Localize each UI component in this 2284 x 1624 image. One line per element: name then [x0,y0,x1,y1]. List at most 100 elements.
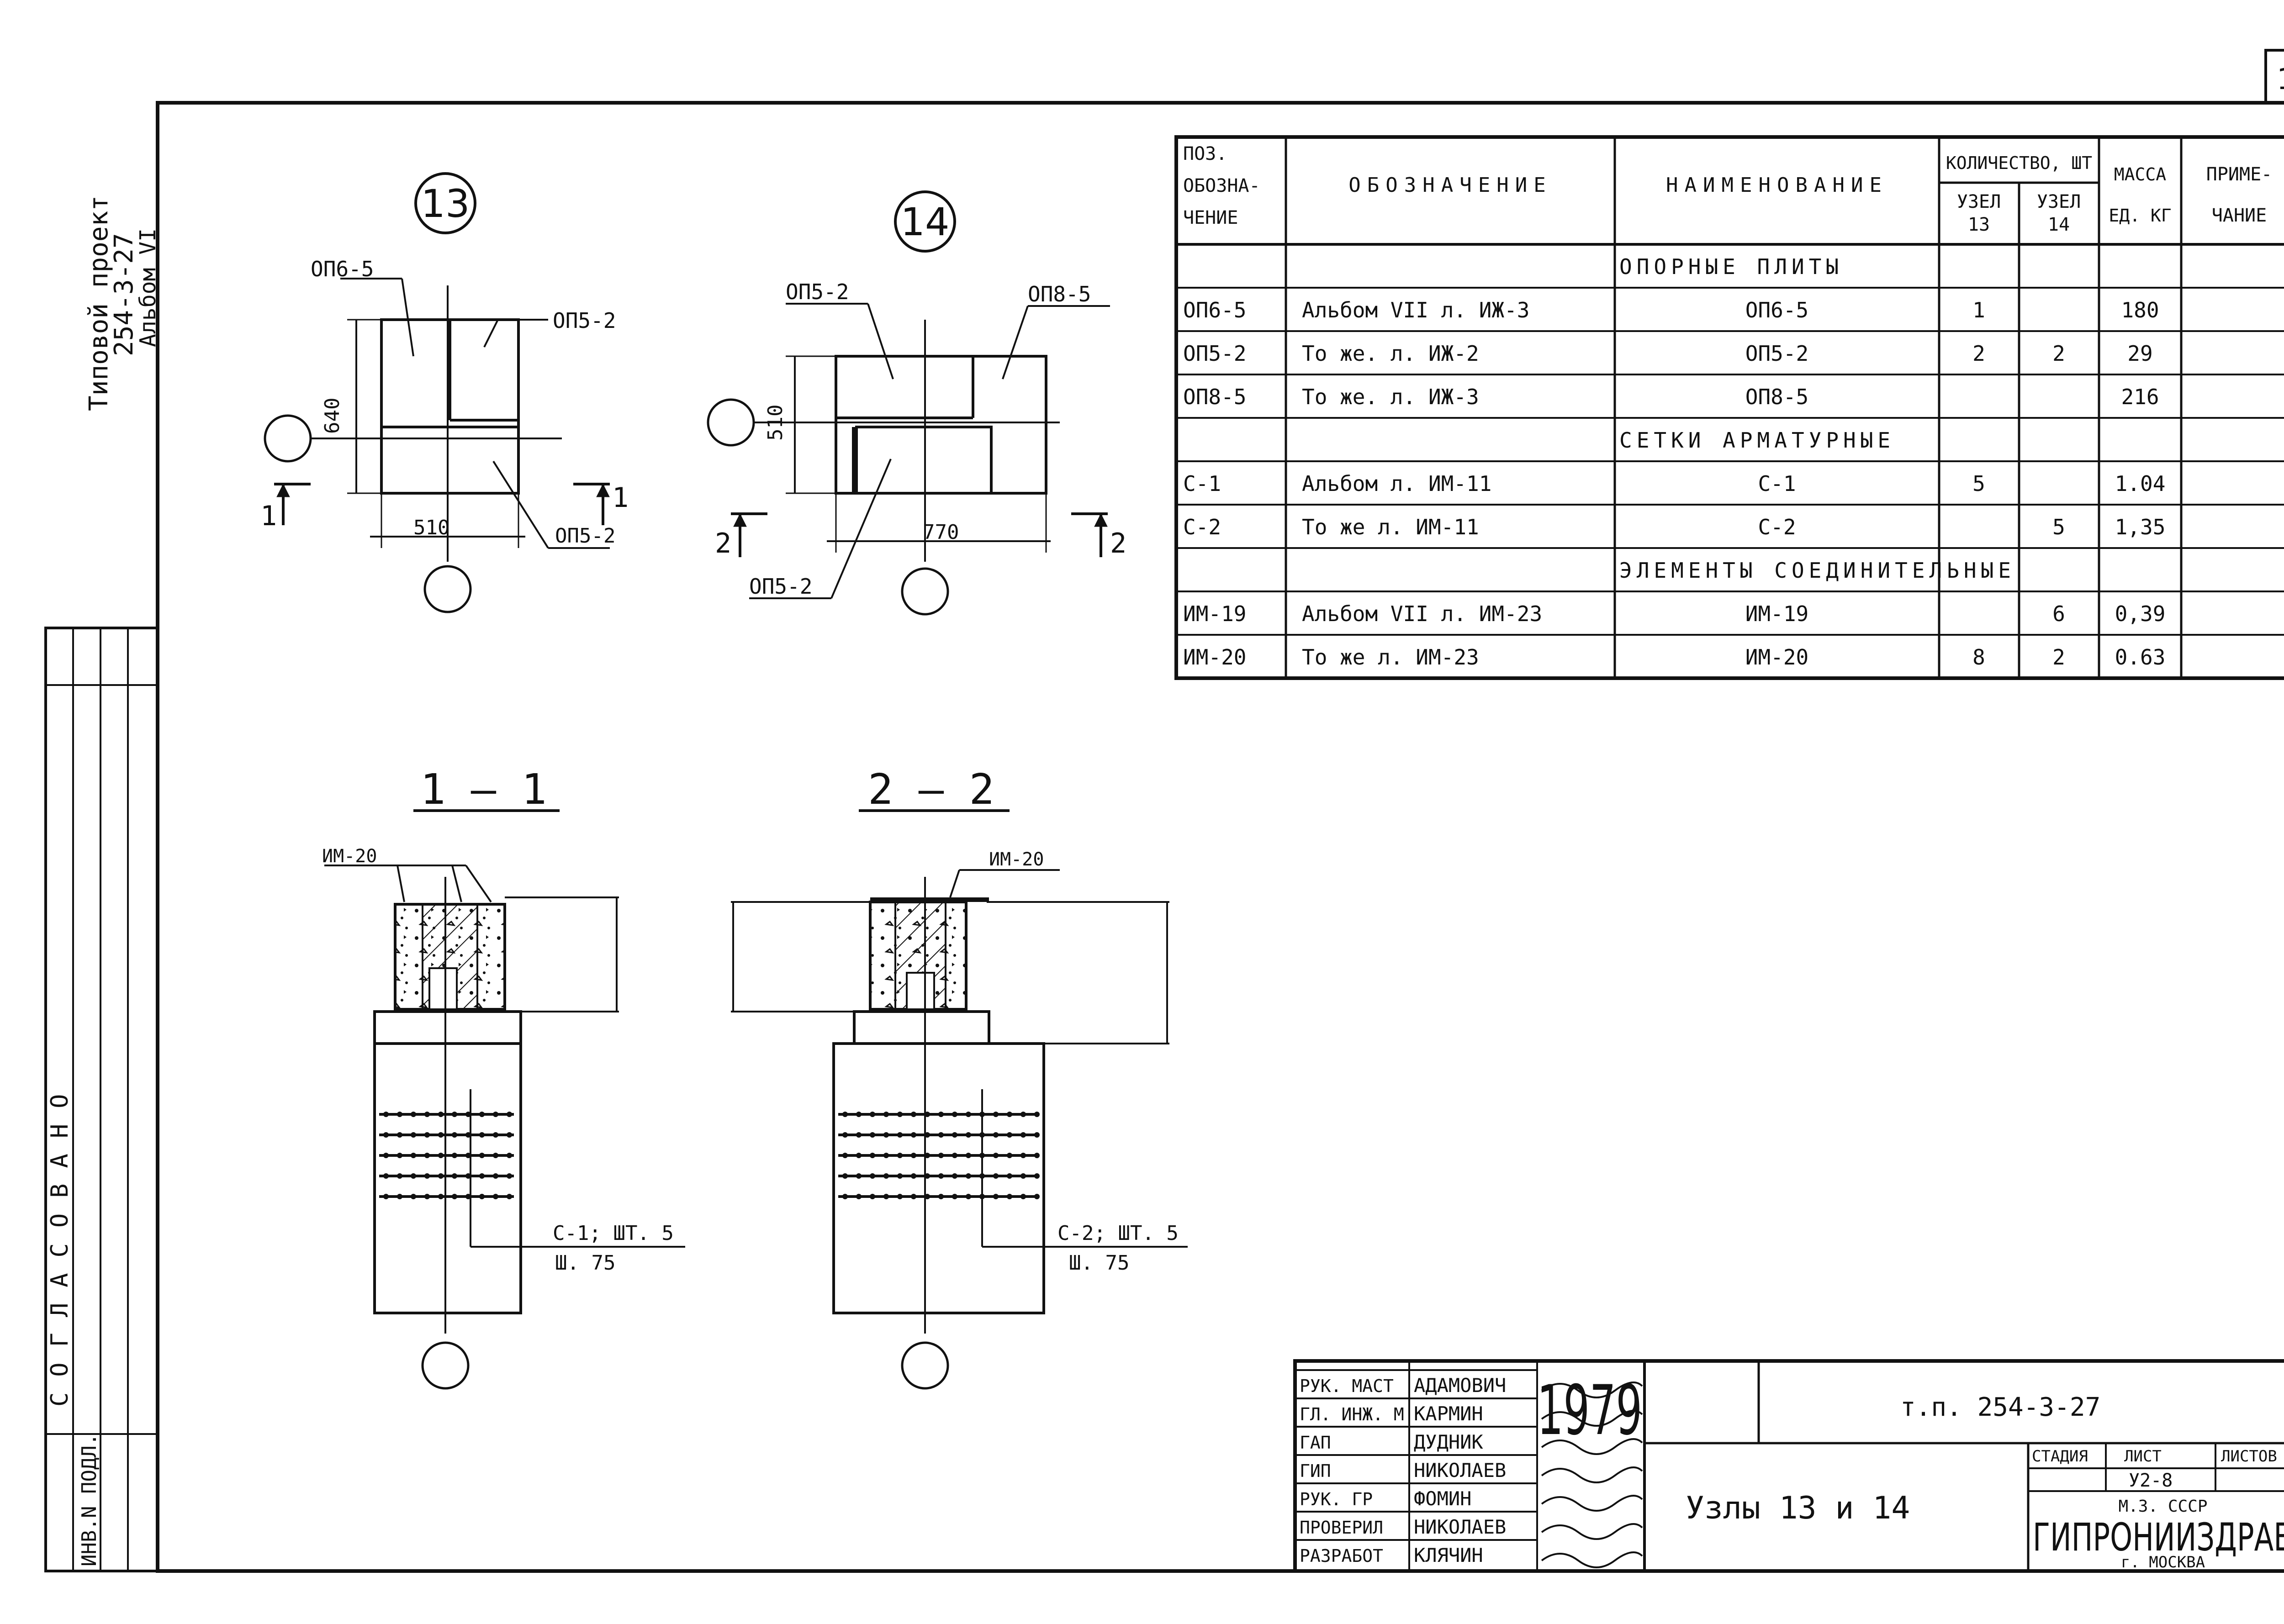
mesh-11-dot [438,1194,444,1199]
mesh-11-dot [383,1194,389,1199]
mesh-11-dot [452,1194,457,1199]
spec-row-2-mass: 29 [2127,341,2152,366]
tb-city: г. МОСКВА [2121,1553,2205,1571]
mesh-rows-c2 [838,1112,1040,1199]
hdr-pos-3: ЧЕНИЕ [1183,207,1238,228]
section-1-1-title: 1 — 1 [420,765,547,814]
tb-sheet-value: У2-8 [2129,1470,2173,1491]
cut-1-left: 1 [260,500,277,532]
mesh-11-dot [452,1153,457,1158]
mesh-22-dot [979,1194,985,1199]
tb-name-1: КАРМИН [1414,1403,1483,1425]
tb-ministry: М.З. СССР [2118,1497,2207,1516]
mesh-22-dot [993,1153,999,1158]
mesh-22-dot [925,1132,930,1138]
mesh-22-dot [952,1153,957,1158]
mesh-11-dot [424,1112,430,1117]
hdr-qty14-b: 14 [2048,214,2070,235]
mesh-22-dot [897,1112,903,1117]
hdr-pos-1: ПОЗ. [1183,143,1227,164]
mesh-22-dot [883,1173,889,1179]
mesh-22-dot [911,1132,916,1138]
tb-signature-2 [1541,1438,1643,1455]
mesh-11-dot [438,1132,444,1138]
mesh-22-dot [952,1194,957,1199]
hdr-qty: КОЛИЧЕСТВО, ШТ [1946,153,2092,173]
mesh-11-dot [452,1132,457,1138]
mesh-11-dot [465,1132,471,1138]
sheet-number-box [2264,49,2284,104]
mesh-11-dot [424,1194,430,1199]
tb-role-4: РУК. ГР [1300,1489,1373,1509]
hdr-name: НАИМЕНОВАНИЕ [1666,174,1888,197]
sheet-number: 12 [2276,63,2284,96]
mesh-22-dot [911,1112,916,1117]
spec-row-9-q13: 8 [1972,645,1985,670]
tb-name-6: КЛЯЧИН [1414,1544,1483,1566]
plan-node-13: 13 [264,172,610,613]
label-op8-5-node14: ОП8-5 [1028,282,1091,306]
mesh-22-dot [979,1173,985,1179]
mesh-22-dot [1007,1153,1012,1158]
mesh-22-dot [883,1153,889,1158]
approval-label: СОГЛАСОВАНО [46,1079,74,1407]
mesh-22-dot [897,1194,903,1199]
mesh-11-dot [479,1132,485,1138]
mesh-22-dot [911,1153,916,1158]
mesh-22-dot [856,1173,862,1179]
mesh-11-dot [465,1153,471,1158]
mesh-22-dot [925,1153,930,1158]
tb-year: 1979 [1537,1371,1642,1450]
mesh-11-dot [479,1194,485,1199]
mesh-22-dot [842,1132,848,1138]
spec-row-3-pos: ОП8-5 [1183,385,1246,409]
mesh-22-dot [870,1112,875,1117]
tb-drawing-title: Узлы 13 и 14 [1686,1490,1910,1526]
spec-row-2-des: То же. л. ИЖ-2 [1302,341,1479,366]
hdr-note-a: ПРИМЕ- [2206,164,2273,185]
cut-1-right: 1 [612,482,629,514]
spec-row-9-mass: 0.63 [2115,645,2166,670]
tb-role-1: ГЛ. ИНЖ. М [1300,1404,1404,1424]
mesh-11-dot [452,1112,457,1117]
spec-row-8-pos: ИМ-19 [1183,601,1246,626]
mesh-22-dot [1007,1173,1012,1179]
tb-signature-4 [1541,1495,1643,1512]
mesh-11-dot [507,1153,512,1158]
section-2-2-title: 2 — 2 [868,765,994,814]
mesh-22-dot [911,1194,916,1199]
spec-row-6-pos: С-2 [1183,515,1221,539]
mesh-11-dot [479,1153,485,1158]
spec-row-1-mass: 180 [2121,298,2159,322]
tb-name-0: АДАМОВИЧ [1414,1374,1506,1397]
mesh-11-dot [507,1194,512,1199]
label-op6-5-node13: ОП6-5 [311,257,374,281]
mesh-11-dot [465,1112,471,1117]
mesh-22-dot [897,1153,903,1158]
spec-row-5-name: С-1 [1758,471,1796,496]
mesh-11-dot [397,1112,402,1117]
tb-signature-5 [1541,1523,1643,1540]
mesh-11-dot [383,1132,389,1138]
tb-name-5: НИКОЛАЕВ [1414,1516,1506,1538]
mesh-11-dot [493,1173,498,1179]
hdr-qty13-b: 13 [1968,214,1990,235]
spec-row-9-q14: 2 [2052,645,2065,670]
mesh-11-dot [411,1153,416,1158]
mesh-22-dot [1020,1112,1026,1117]
mesh-11-dot [383,1112,389,1117]
label-op5-2-bottom-node14: ОП5-2 [749,574,812,599]
tb-role-5: ПРОВЕРИЛ [1300,1518,1383,1538]
mesh-11-dot [438,1112,444,1117]
mesh-11-dot [383,1153,389,1158]
mesh-11-dot [397,1132,402,1138]
mesh-22-dot [952,1112,957,1117]
mesh-22-dot [993,1132,999,1138]
mesh-11-dot [424,1153,430,1158]
section-1-1-step: Ш. 75 [555,1251,615,1275]
mesh-11-dot [507,1173,512,1179]
spec-row-9-pos: ИМ-20 [1183,645,1246,670]
mesh-22-dot [856,1194,862,1199]
sheet-frame [156,101,2284,1573]
side-stamp: Типовой проект 254-3-27 Альбом VI [84,195,161,411]
